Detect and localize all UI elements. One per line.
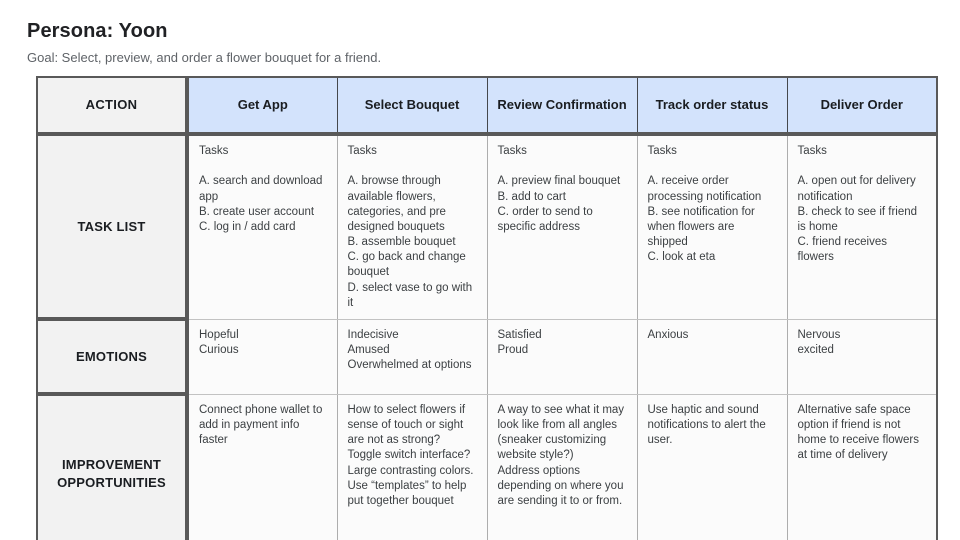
journey-cell-emotions-select-bouquet: Indecisive Amused Overwhelmed at options (336, 318, 488, 395)
cell-text: Satisfied Proud (497, 328, 542, 357)
journey-cell-emotions-get-app: Hopeful Curious (186, 318, 338, 395)
journey-cell-improve-deliver-order: Alternative safe space option if friend … (786, 393, 938, 540)
journey-cell-improve-review-confirmation: A way to see what it may look like from … (486, 393, 638, 540)
journey-cell-improve-get-app: Connect phone wallet to add in payment i… (186, 393, 338, 540)
cell-text: Anxious (647, 328, 689, 341)
table-row-emotions: EMOTIONS Hopeful Curious Indecisive Amus… (36, 317, 938, 397)
journey-cell-emotions-deliver-order: Nervous excited (786, 318, 938, 395)
cell-text: Tasks A. browse through available flower… (347, 145, 473, 309)
cell-text: Tasks A. open out for delivery notificat… (797, 145, 918, 264)
column-header-review-confirmation: Review Confirmation (486, 76, 638, 136)
column-header-track-order-status: Track order status (636, 76, 788, 136)
page-title: Persona: Yoon (27, 20, 168, 42)
cell-text: Nervous excited (797, 328, 841, 357)
cell-text: Alternative safe space option if friend … (797, 403, 919, 462)
row-label-emotions: EMOTIONS (36, 317, 189, 397)
cell-text: Tasks A. preview final bouquet B. add to… (497, 145, 621, 233)
cell-text: Indecisive Amused Overwhelmed at options (347, 328, 472, 372)
column-header-deliver-order: Deliver Order (786, 76, 938, 136)
cell-text: Tasks A. receive order processing notifi… (647, 145, 762, 264)
journey-cell-tasklist-track-order: Tasks A. receive order processing notifi… (636, 133, 788, 320)
journey-cell-emotions-review-confirmation: Satisfied Proud (486, 318, 638, 395)
row-label-task-list: TASK LIST (36, 131, 189, 322)
cell-text: A way to see what it may look like from … (497, 403, 625, 507)
cell-text: Connect phone wallet to add in payment i… (199, 403, 323, 447)
table-row-improvement-opportunities: IMPROVEMENT OPPORTUNITIES Connect phone … (36, 392, 938, 540)
column-header-select-bouquet: Select Bouquet (336, 76, 488, 136)
journey-cell-tasklist-deliver-order: Tasks A. open out for delivery notificat… (786, 133, 938, 320)
cell-text: Hopeful Curious (199, 328, 239, 357)
goal-subtitle: Goal: Select, preview, and order a flowe… (27, 50, 382, 65)
journey-cell-improve-select-bouquet: How to select flowers if sense of touch … (336, 393, 488, 540)
column-header-action: ACTION (36, 76, 189, 136)
cell-text: How to select flowers if sense of touch … (347, 403, 474, 507)
row-label-improvement-opportunities: IMPROVEMENT OPPORTUNITIES (36, 392, 189, 540)
journey-cell-improve-track-order: Use haptic and sound notifications to al… (636, 393, 788, 540)
header-row: ACTION Get App Select Bouquet Review Con… (36, 76, 938, 136)
journey-cell-tasklist-get-app: Tasks A. search and download app B. crea… (186, 133, 338, 320)
column-header-get-app: Get App (186, 76, 338, 136)
journey-cell-tasklist-select-bouquet: Tasks A. browse through available flower… (336, 133, 488, 320)
cell-text: Tasks A. search and download app B. crea… (199, 145, 323, 233)
table-row-task-list: TASK LIST Tasks A. search and download a… (36, 131, 938, 322)
journey-map-table: ACTION Get App Select Bouquet Review Con… (36, 76, 938, 540)
journey-cell-emotions-track-order: Anxious (636, 318, 788, 395)
journey-cell-tasklist-review-confirmation: Tasks A. preview final bouquet B. add to… (486, 133, 638, 320)
cell-text: Use haptic and sound notifications to al… (647, 403, 766, 447)
